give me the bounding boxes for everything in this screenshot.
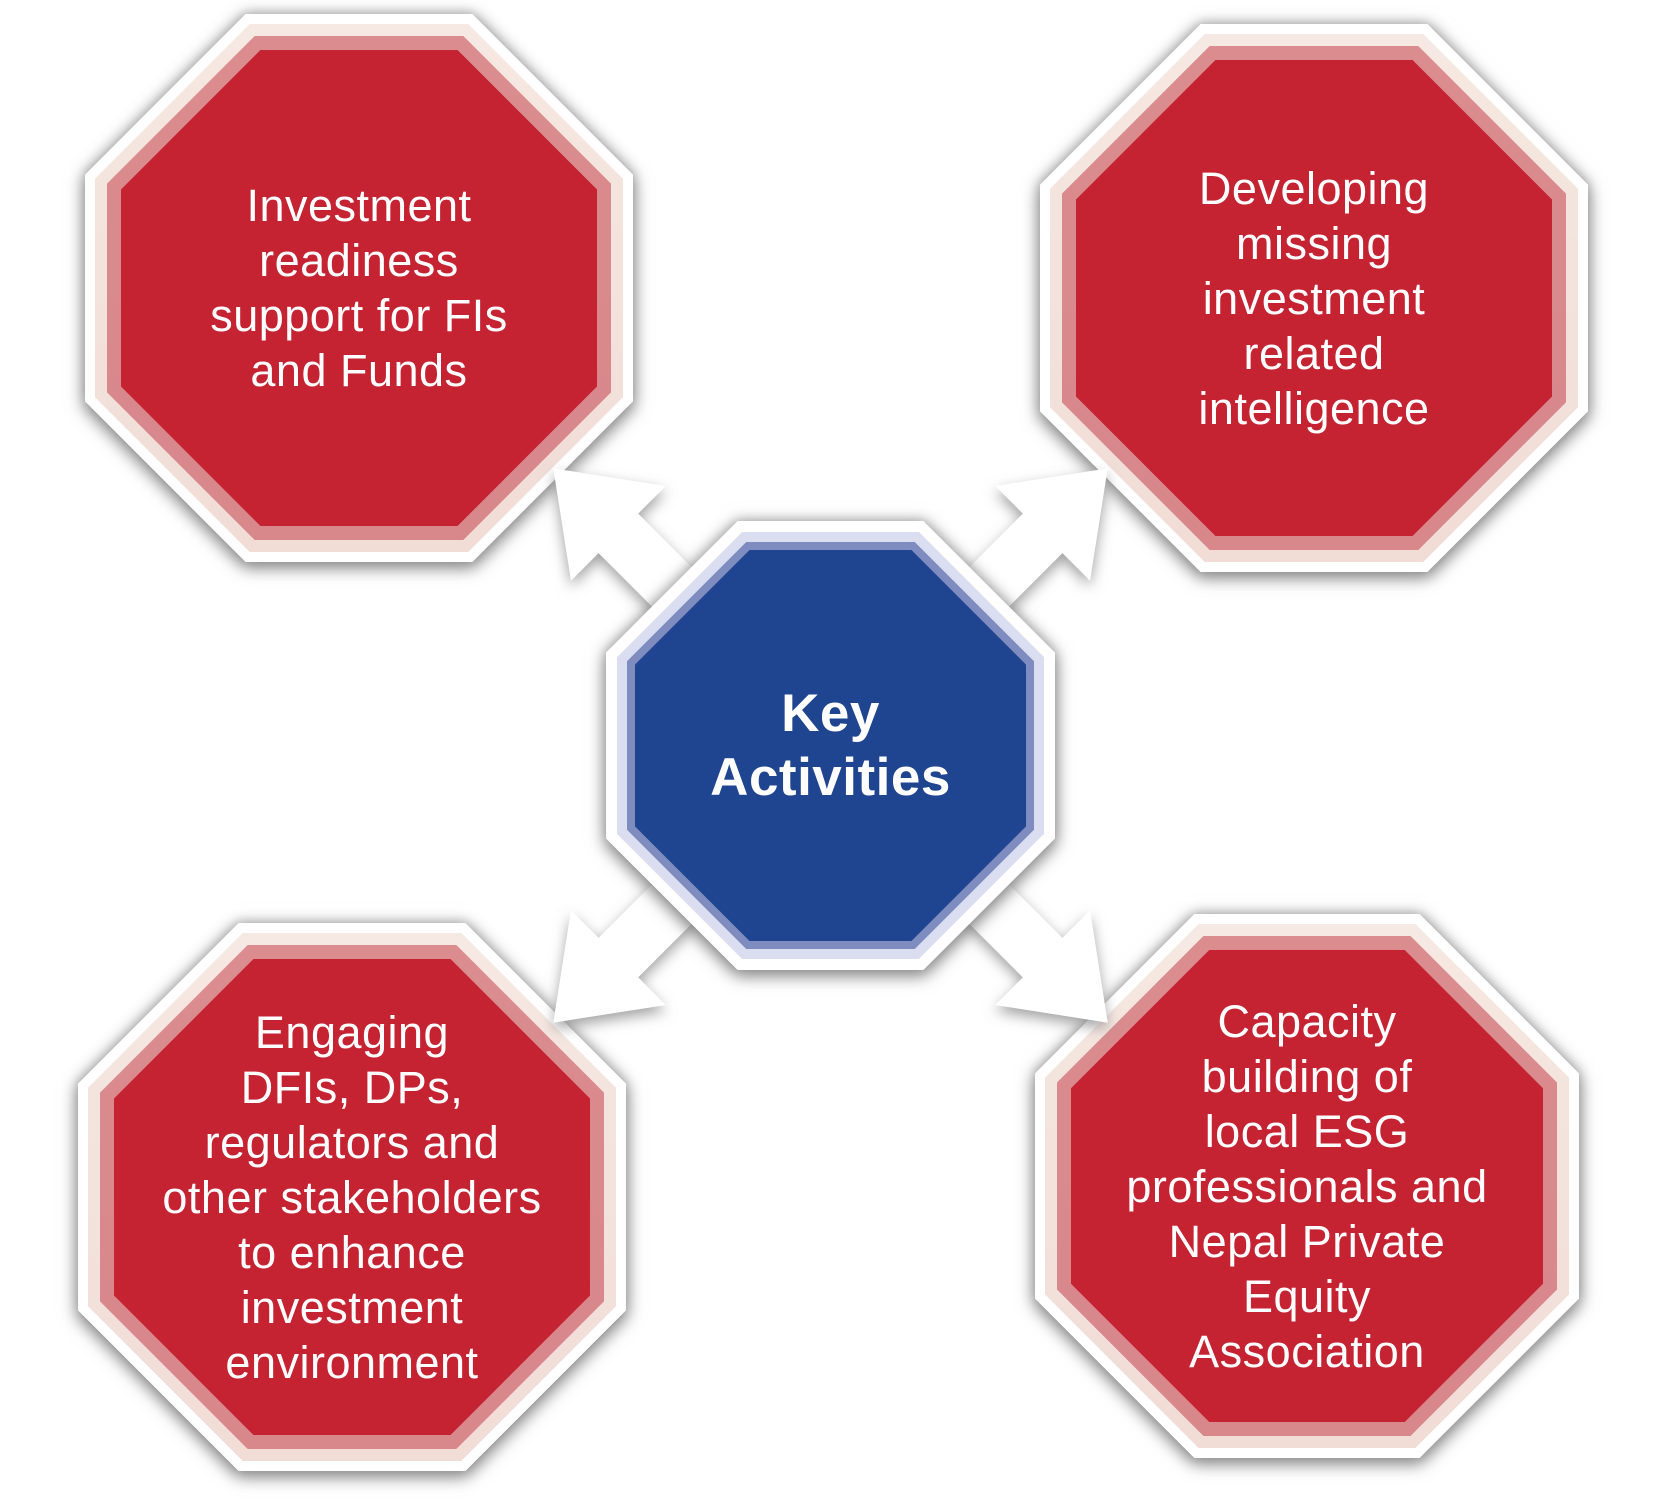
node-label-bottom-right: Capacitybuilding oflocal ESGprofessional… bbox=[1126, 995, 1488, 1377]
node-border-bottom-left: EngagingDFIs, DPs,regulators andother st… bbox=[78, 923, 626, 1471]
node-label-top-left: Investmentreadinesssupport for FIsand Fu… bbox=[210, 180, 508, 396]
node-border-bottom-right: Capacitybuilding oflocal ESGprofessional… bbox=[1035, 914, 1579, 1458]
node-label-top-right: Developingmissinginvestmentrelatedintell… bbox=[1198, 162, 1430, 434]
center-border: KeyActivities bbox=[606, 521, 1055, 970]
center-label: KeyActivities bbox=[710, 683, 951, 807]
node-border-top-right: Developingmissinginvestmentrelatedintell… bbox=[1040, 24, 1588, 572]
node-octagon-bottom-left: EngagingDFIs, DPs,regulators andother st… bbox=[78, 923, 626, 1471]
node-octagon-top-right: Developingmissinginvestmentrelatedintell… bbox=[1040, 24, 1588, 572]
node-octagon-bottom-right: Capacitybuilding oflocal ESGprofessional… bbox=[1035, 914, 1579, 1458]
center-octagon: KeyActivities bbox=[606, 521, 1055, 970]
node-octagon-top-left: Investmentreadinesssupport for FIsand Fu… bbox=[85, 14, 633, 562]
node-border-top-left: Investmentreadinesssupport for FIsand Fu… bbox=[85, 14, 633, 562]
node-label-bottom-left: EngagingDFIs, DPs,regulators andother st… bbox=[162, 1006, 542, 1388]
